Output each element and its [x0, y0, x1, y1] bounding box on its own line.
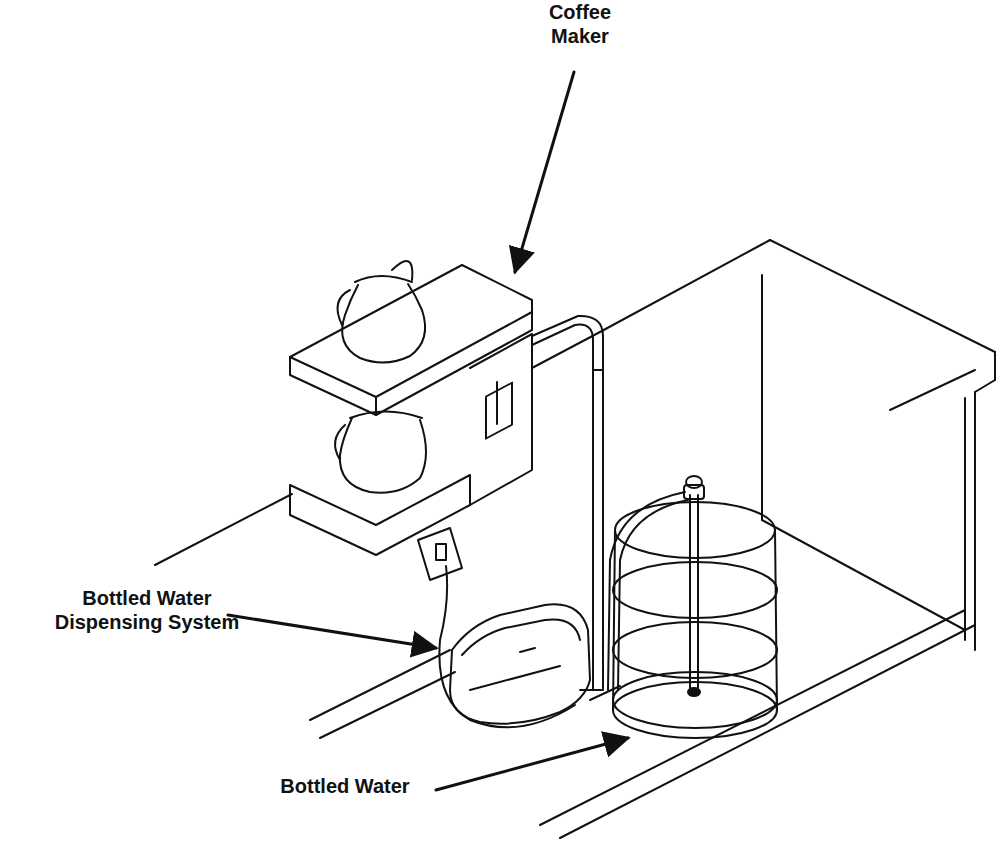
callout-label: Bottled Water [260, 774, 430, 798]
callout-label: Bottled Water Dispensing System [42, 586, 252, 634]
callout-label: Coffee Maker [535, 0, 625, 48]
